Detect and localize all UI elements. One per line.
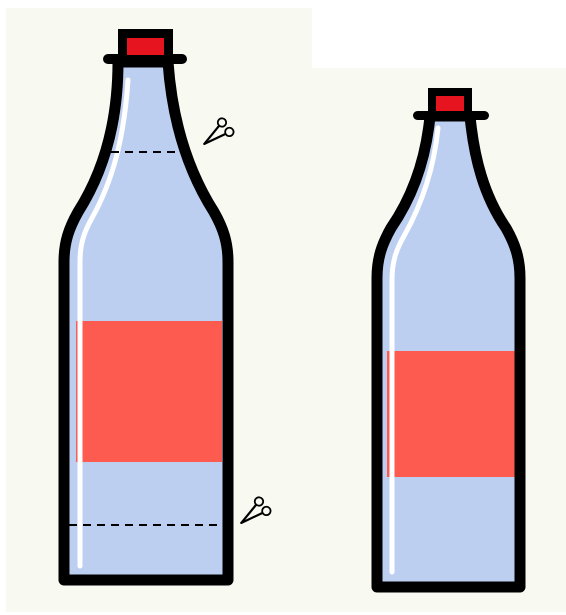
original-bottle-collar [103, 54, 187, 64]
cut-bottle-highlight [389, 125, 441, 575]
original-bottle-cap-color [127, 38, 164, 55]
cut-bottle-collar [413, 111, 489, 120]
cut-bottle-cap-color [436, 96, 464, 111]
original-bottle [58, 29, 272, 586]
cut-bottle-label [387, 351, 520, 477]
original-bottle-outline [58, 56, 234, 586]
cut-bottle-outline [371, 110, 526, 593]
cut-bottle [371, 88, 526, 593]
scissors-icon [240, 496, 272, 524]
scissors-icon [203, 117, 235, 145]
original-bottle-highlight [77, 77, 131, 569]
original-bottle-label [76, 321, 222, 462]
